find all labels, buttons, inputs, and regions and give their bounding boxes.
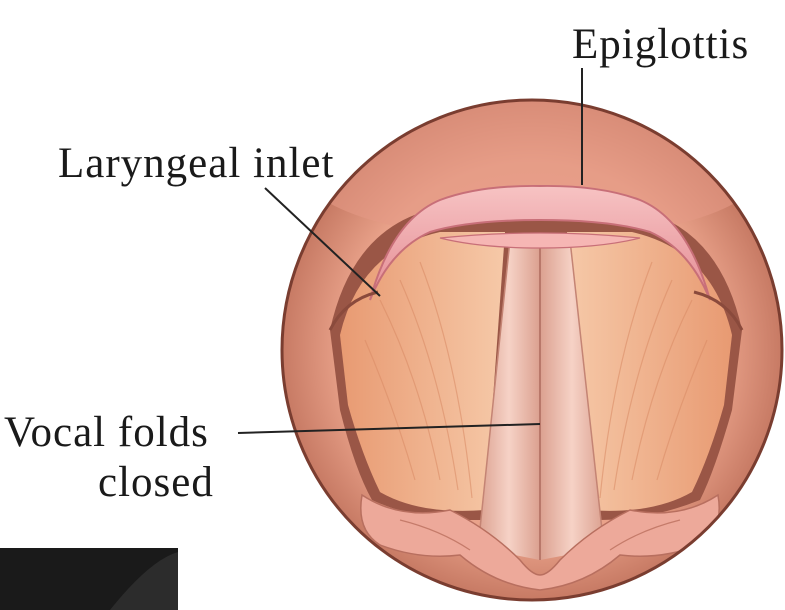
label-laryngeal-inlet: Laryngeal inlet (58, 141, 334, 187)
inner-view (302, 100, 762, 590)
label-vocal-folds: Vocal folds (4, 410, 209, 456)
label-epiglottis: Epiglottis (572, 22, 749, 68)
label-vocal-folds-closed: closed (98, 460, 214, 506)
